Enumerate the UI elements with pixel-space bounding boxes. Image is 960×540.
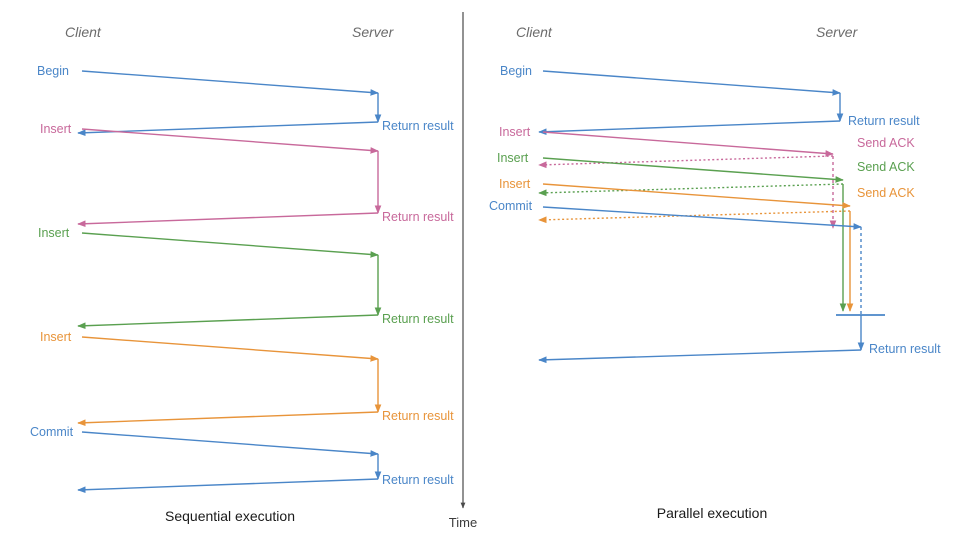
return-label-insert-3: Return result [382, 409, 454, 423]
request-arrow-insert-3 [542, 183, 851, 209]
message-label-insert-1: Insert [499, 125, 531, 139]
request-arrow-begin [542, 70, 841, 96]
ack-arrow-insert-2 [538, 183, 844, 197]
request-arrow-insert-2 [81, 232, 379, 258]
response-arrow-commit [77, 478, 379, 494]
message-label-insert-3: Insert [40, 330, 72, 344]
message-label-insert-2: Insert [38, 226, 70, 240]
ack-arrow-insert-1 [538, 155, 834, 169]
ack-label-insert-1: Send ACK [857, 136, 915, 150]
request-arrow-commit [81, 431, 379, 457]
server-lane-title: Server [352, 24, 395, 40]
server-lane-title: Server [816, 24, 859, 40]
response-arrow-begin [77, 121, 379, 137]
response-arrow-begin [538, 120, 841, 136]
time-axis-layer: Time [449, 12, 477, 530]
response-arrow-insert-3 [77, 411, 379, 427]
message-label-begin: Begin [37, 64, 69, 78]
return-label-insert-2: Return result [382, 312, 454, 326]
request-arrow-insert-3 [81, 336, 379, 362]
request-arrow-insert-1 [542, 131, 834, 157]
message-label-commit: Commit [489, 199, 533, 213]
ack-arrow-insert-3 [538, 210, 851, 224]
message-label-commit: Commit [30, 425, 74, 439]
message-label-insert-3: Insert [499, 177, 531, 191]
return-label-commit: Return result [382, 473, 454, 487]
panel-caption-sequential: Sequential execution [165, 508, 295, 524]
panel-caption-parallel: Parallel execution [657, 505, 768, 521]
response-arrow-insert-1 [77, 212, 379, 228]
client-lane-title: Client [516, 24, 553, 40]
return-label-insert-1: Return result [382, 210, 454, 224]
response-arrow-commit [538, 349, 862, 364]
ack-label-insert-3: Send ACK [857, 186, 915, 200]
time-axis-label: Time [449, 515, 477, 530]
message-label-begin: Begin [500, 64, 532, 78]
return-label-commit: Return result [869, 342, 941, 356]
request-arrow-begin [81, 70, 379, 96]
response-arrow-insert-2 [77, 314, 379, 330]
return-label-begin: Return result [848, 114, 920, 128]
request-arrow-insert-2 [542, 157, 844, 183]
ack-label-insert-2: Send ACK [857, 160, 915, 174]
client-lane-title: Client [65, 24, 102, 40]
request-arrow-insert-1 [81, 128, 379, 154]
message-label-insert-2: Insert [497, 151, 529, 165]
message-label-insert-1: Insert [40, 122, 72, 136]
return-label-begin: Return result [382, 119, 454, 133]
request-arrow-commit [542, 206, 862, 230]
